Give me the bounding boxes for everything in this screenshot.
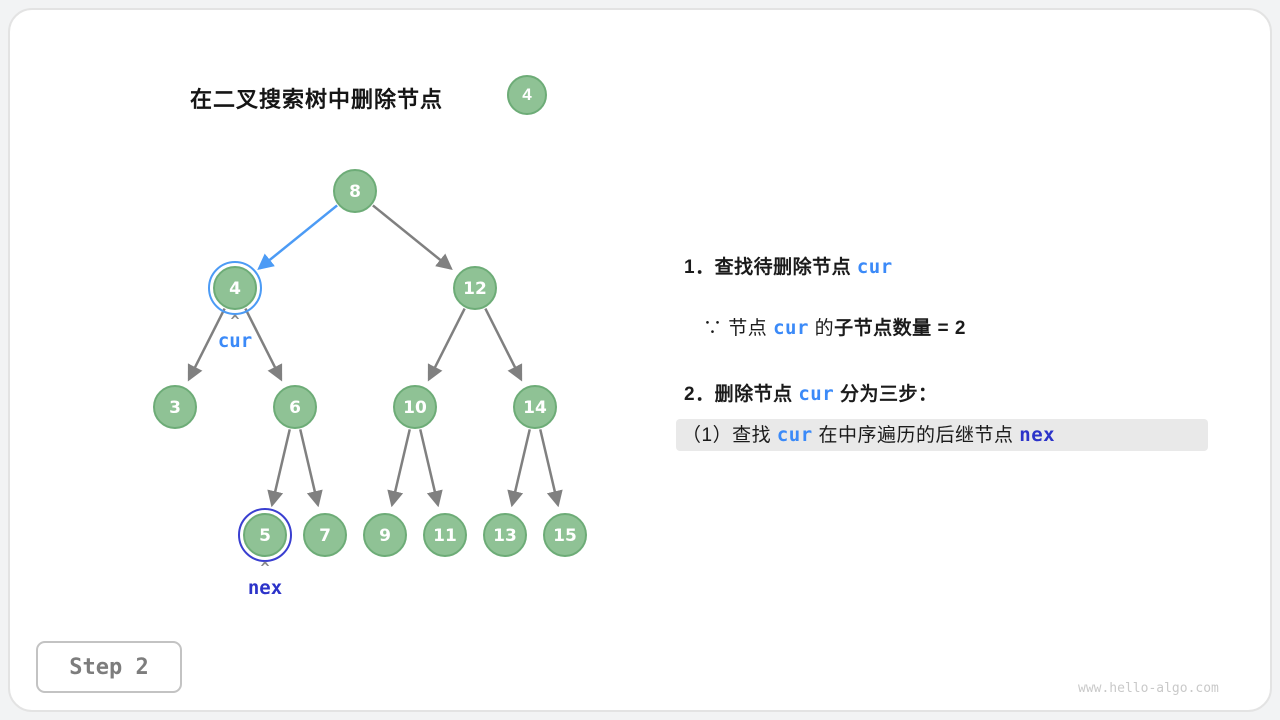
node-circle <box>333 169 377 213</box>
tree-edge-4-6 <box>244 307 283 382</box>
node-circle <box>273 385 317 429</box>
pointer-caret-icon: ^ <box>230 312 239 330</box>
node-circle <box>363 513 407 557</box>
node-value-label: 11 <box>433 526 457 546</box>
node-value-label: 10 <box>403 398 427 418</box>
node-circle <box>393 385 437 429</box>
tree-edge-8-4 <box>257 204 338 271</box>
node-value-label: 9 <box>379 526 391 546</box>
tree-node-4: 4 <box>208 261 262 315</box>
step-indicator: Step 2 <box>36 641 182 693</box>
pointer-caret-icon: ^ <box>260 559 269 577</box>
node-circle <box>303 513 347 557</box>
figure-card <box>8 8 1272 712</box>
tree-edge-4-3 <box>187 307 226 382</box>
tree-edge-6-7 <box>299 429 323 508</box>
node-value-label: 7 <box>319 526 331 546</box>
tree-node-15: 15 <box>543 513 587 557</box>
tree-node-13: 13 <box>483 513 527 557</box>
tree-edge-10-9 <box>387 429 411 508</box>
tree-node-3: 3 <box>153 385 197 429</box>
tree-node-10: 10 <box>393 385 437 429</box>
tree-node-6: 6 <box>273 385 317 429</box>
tree-node-9: 9 <box>363 513 407 557</box>
tree-node-11: 11 <box>423 513 467 557</box>
tree-edge-12-14 <box>484 307 523 382</box>
node-highlight-ring <box>208 261 262 315</box>
node-circle <box>243 513 287 557</box>
node-circle <box>483 513 527 557</box>
node-value-label: 13 <box>493 526 517 546</box>
node-value-label: 14 <box>523 398 547 418</box>
node-value-label: 5 <box>259 526 271 546</box>
tree-node-7: 7 <box>303 513 347 557</box>
tree-edge-14-15 <box>539 429 563 508</box>
watermark: www.hello-algo.com <box>1078 681 1219 696</box>
node-circle <box>543 513 587 557</box>
tree-edge-6-5 <box>267 429 291 508</box>
tree-edge-8-12 <box>372 204 453 271</box>
tree-node-5: 5 <box>238 508 292 562</box>
tree-node-8: 8 <box>333 169 377 213</box>
node-circle <box>453 266 497 310</box>
node-circle <box>153 385 197 429</box>
tree-node-12: 12 <box>453 266 497 310</box>
target-node-badge: 4 <box>507 75 547 115</box>
node-value-label: 3 <box>169 398 181 418</box>
node-circle <box>213 266 257 310</box>
tree-edge-12-10 <box>427 307 466 382</box>
tree-edge-14-13 <box>507 429 531 508</box>
figure-title: 在二叉搜索树中删除节点 <box>190 87 444 112</box>
node-value-label: 6 <box>289 398 301 418</box>
step-indicator-label: Step 2 <box>69 654 149 680</box>
node-circle <box>423 513 467 557</box>
node-value-label: 15 <box>553 526 577 546</box>
tree-edge-10-11 <box>419 429 443 508</box>
tree-node-14: 14 <box>513 385 557 429</box>
pointer-label-cur: cur <box>218 330 252 352</box>
node-value-label: 8 <box>349 182 361 202</box>
node-highlight-ring <box>238 508 292 562</box>
node-circle <box>513 385 557 429</box>
pointer-label-nex: nex <box>248 577 282 599</box>
node-value-label: 12 <box>463 279 487 299</box>
node-value-label: 4 <box>229 279 241 299</box>
